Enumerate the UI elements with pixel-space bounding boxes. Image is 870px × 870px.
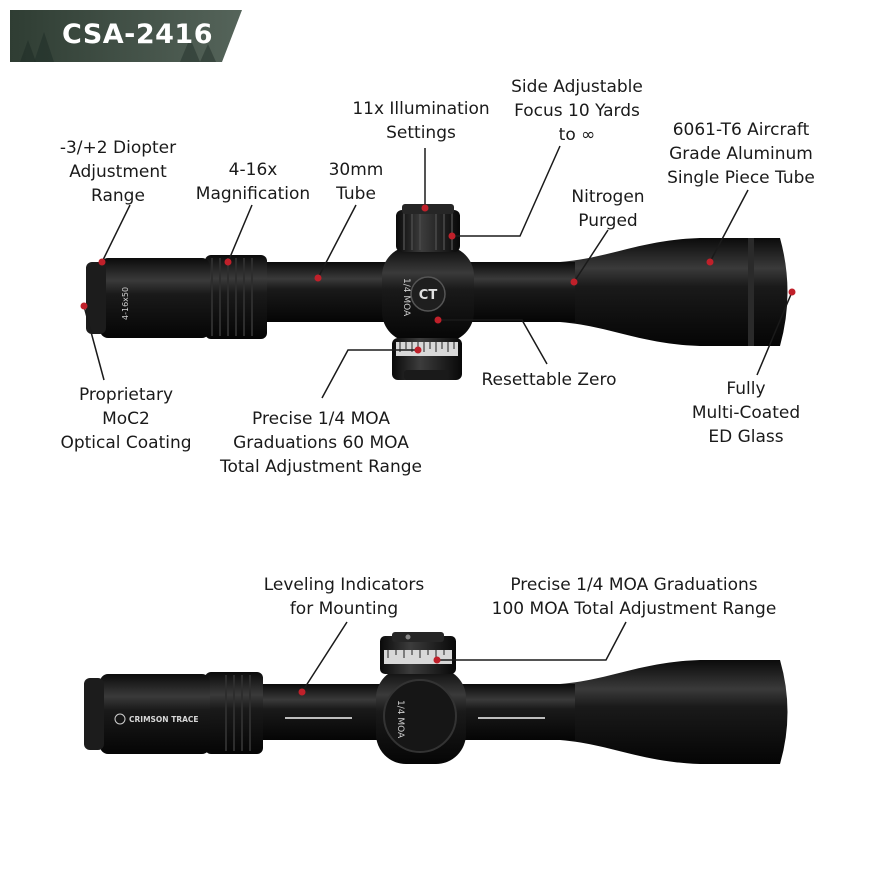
top-objective-ring: [748, 238, 754, 346]
callout-aluminum-tube: 6061-T6 Aircraft Grade Aluminum Single P…: [667, 120, 815, 188]
top-elevation-turret: [396, 210, 460, 252]
callout-ed-glass: Fully Multi-Coated ED Glass: [691, 379, 801, 447]
top-leader-lines: [83, 145, 793, 399]
callout-illumination: 11x Illumination Settings: [352, 99, 490, 143]
model-badge: CSA-2416: [10, 10, 242, 62]
callout-diopter: -3/+2 Diopter Adjustment Range: [59, 138, 177, 206]
top-leader-dots: [80, 204, 796, 354]
bottom-elevation-scale: [384, 650, 452, 664]
bottom-brand-logo: [114, 713, 126, 725]
bottom-leader-lines: [301, 621, 627, 693]
top-scope: 4 5 4-16x50 CT 1/4 MOA: [86, 204, 788, 380]
top-eyepiece-marking: 4-16x50: [121, 287, 130, 320]
top-eyepiece: [100, 258, 210, 338]
model-title: CSA-2416: [62, 19, 214, 50]
callout-resettable-zero: Resettable Zero: [481, 370, 617, 390]
callout-side-focus: Side Adjustable Focus 10 Yards to ∞: [511, 77, 643, 145]
bottom-turret-marking: 1/4 MOA: [395, 700, 405, 739]
callout-magnification: 4-16x Magnification: [195, 160, 311, 204]
bottom-leader-dots: [298, 656, 441, 696]
top-logo: CT: [419, 288, 438, 303]
top-diopter-ring: [86, 262, 106, 334]
callout-bottom-graduations: Precise 1/4 MOA Graduations 100 MOA Tota…: [491, 575, 777, 619]
bottom-side-focus-knob: [383, 679, 457, 753]
bottom-scope: 6 7 8 9 CRIMSON TRACE 1/4 MOA: [84, 632, 788, 764]
top-logo-badge: [410, 276, 446, 312]
top-turret-marking: 1/4 MOA: [401, 278, 411, 317]
top-windage-scale: [396, 342, 458, 356]
callout-coating: Proprietary MoC2 Optical Coating: [60, 385, 192, 453]
callout-leveling: Leveling Indicators for Mounting: [263, 575, 425, 619]
callout-top-graduations: Precise 1/4 MOA Graduations 60 MOA Total…: [220, 409, 422, 477]
bottom-brand-marking: CRIMSON TRACE: [129, 715, 199, 724]
bottom-objective-bell: [560, 660, 788, 764]
top-objective-bell: [560, 238, 788, 346]
callout-nitrogen: Nitrogen Purged: [571, 187, 645, 231]
bottom-eyepiece: [100, 674, 210, 754]
bottom-diopter-ring: [84, 678, 104, 750]
callout-tube: 30mm Tube: [328, 160, 384, 204]
badge-background: [10, 10, 242, 62]
